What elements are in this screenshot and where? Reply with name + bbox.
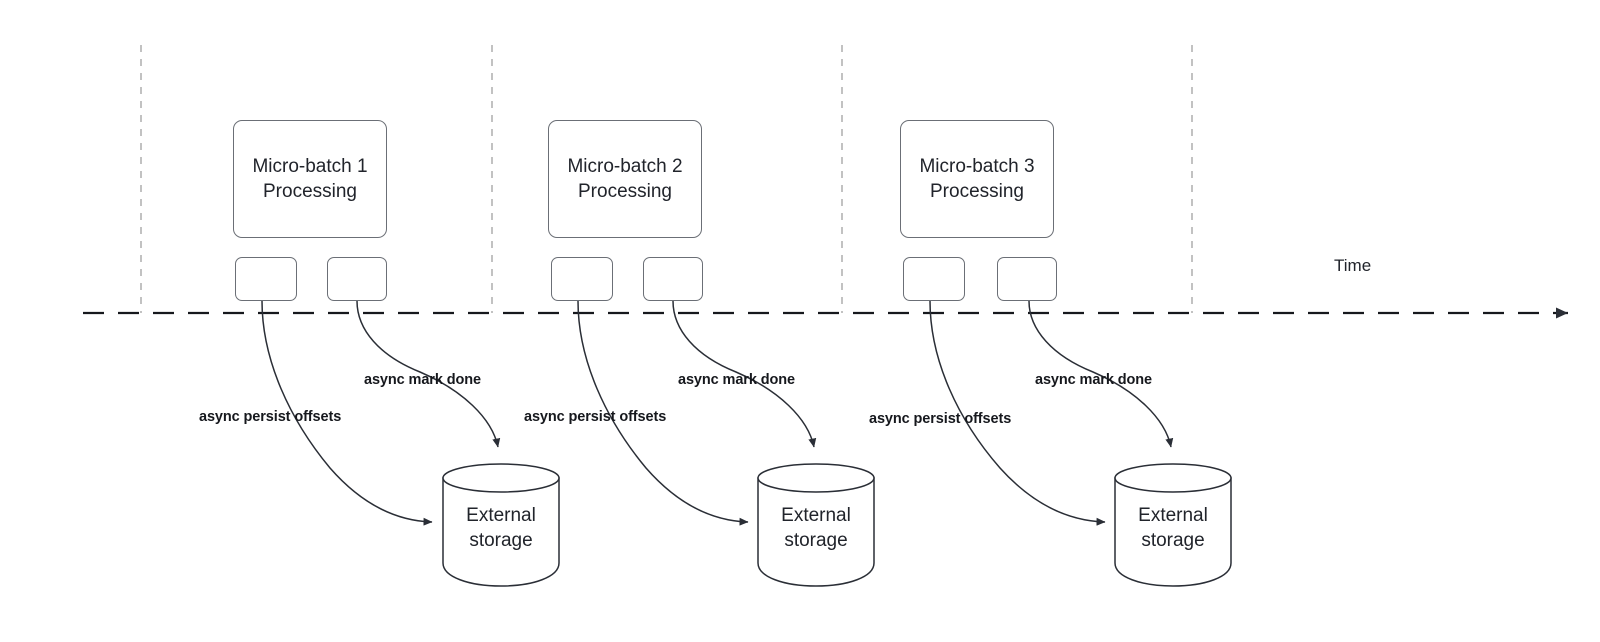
storage-cylinder-1	[442, 463, 560, 587]
micro-batch-3-task-b[interactable]	[997, 257, 1057, 301]
micro-batch-1-box[interactable]: Micro-batch 1 Processing	[233, 120, 387, 238]
storage-cylinder-3	[1114, 463, 1232, 587]
micro-batch-1-label-line1: Micro-batch 1	[252, 156, 368, 177]
edge-persist-offsets-2	[577, 300, 749, 526]
edge-label-mark-done-3: async mark done	[1035, 372, 1152, 388]
edges-group-3	[929, 300, 1174, 526]
edge-label-mark-done-1: async mark done	[364, 372, 481, 388]
edge-mark-done-3	[1028, 300, 1174, 448]
edges-group-1	[261, 300, 501, 526]
micro-batch-2-box[interactable]: Micro-batch 2 Processing	[548, 120, 702, 238]
micro-batch-2-task-a[interactable]	[551, 257, 613, 301]
edge-mark-done-2	[672, 300, 817, 448]
edges-group-2	[577, 300, 817, 526]
edge-label-persist-offsets-3: async persist offsets	[869, 411, 1012, 427]
micro-batch-2-label-line1: Micro-batch 2	[567, 156, 683, 177]
micro-batch-1-label-line2: Processing	[263, 181, 357, 202]
micro-batch-3-box[interactable]: Micro-batch 3 Processing	[900, 120, 1054, 238]
micro-batch-1-task-b[interactable]	[327, 257, 387, 301]
edge-mark-done-1	[356, 300, 501, 448]
micro-batch-3-label-line1: Micro-batch 3	[919, 156, 1035, 177]
edge-label-persist-offsets-2: async persist offsets	[524, 409, 667, 425]
micro-batch-3-task-a[interactable]	[903, 257, 965, 301]
micro-batch-2-task-b[interactable]	[643, 257, 703, 301]
edge-persist-offsets-3	[929, 300, 1106, 526]
micro-batch-1-task-a[interactable]	[235, 257, 297, 301]
micro-batch-3-label-line2: Processing	[930, 181, 1024, 202]
edge-persist-offsets-1	[261, 300, 433, 526]
edge-label-mark-done-2: async mark done	[678, 372, 795, 388]
guide-lines	[140, 45, 1193, 313]
storage-cylinder-2	[757, 463, 875, 587]
edge-label-persist-offsets-1: async persist offsets	[199, 409, 342, 425]
time-axis-label: Time	[1334, 256, 1372, 275]
micro-batch-2-label-line2: Processing	[578, 181, 672, 202]
